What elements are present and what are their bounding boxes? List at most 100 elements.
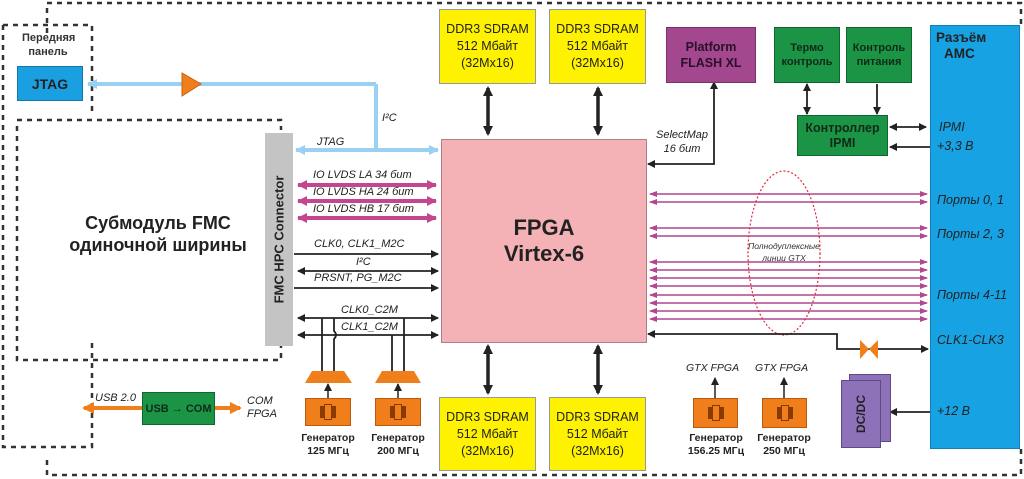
generator-156-line1: Генератор — [689, 432, 743, 444]
platform-flash[interactable]: Platform FLASH XL — [666, 27, 756, 83]
amc-title-line1: Разъём — [936, 30, 987, 45]
ddr-top-2-line3: (32Мx16) — [571, 56, 624, 70]
generator-156-label: Генератор 156.25 МГц — [680, 432, 752, 458]
fmc-submodule-title: Субмодуль FMC одиночной ширины — [48, 212, 268, 256]
generator-250-label: Генератор 250 МГц — [752, 432, 816, 458]
generator-125[interactable] — [305, 398, 351, 426]
clk-m2c-label: CLK0, CLK1_M2C — [314, 238, 405, 250]
clock-mux-200-icon — [375, 371, 421, 383]
com-fpga-line1: COM — [247, 395, 273, 407]
dcdc-converter[interactable]: DC/DC — [841, 380, 881, 448]
usb-com-converter[interactable]: USB → COM — [142, 392, 215, 425]
clk1-c2m-label: CLK1_C2M — [341, 321, 398, 333]
generator-250[interactable] — [762, 398, 807, 428]
selectmap-label: SelectMap 16 бит — [652, 128, 712, 156]
amc-title: Разъём АМС — [936, 30, 986, 62]
generator-200-line2: 200 МГц — [377, 445, 419, 457]
amc-ports411-label: Порты 4-11 — [937, 288, 1008, 302]
ddr-bottom-2[interactable]: DDR3 SDRAM 512 Мбайт (32Мx16) — [549, 397, 646, 471]
amc-title-line2: АМС — [944, 46, 975, 61]
clk-buffer-icon — [860, 340, 878, 359]
clk-line — [647, 330, 929, 353]
generator-156[interactable] — [693, 398, 738, 428]
selectmap-line2: 16 бит — [663, 143, 701, 155]
ddr-bottom-1-line2: 512 Мбайт — [456, 426, 519, 441]
jtag-signal-label: JTAG — [317, 136, 345, 148]
ipmi-connections — [803, 83, 930, 151]
ddr-bottom-1-line1: DDR3 SDRAM — [446, 409, 529, 424]
fmc-hpc-connector[interactable]: FMC HPC Connector — [265, 133, 293, 346]
generator-156-line2: 156.25 МГц — [687, 445, 745, 457]
i2c-top-label: I²C — [382, 112, 397, 124]
ddr-top-1[interactable]: DDR3 SDRAM 512 Мбайт (32Мx16) — [439, 9, 536, 84]
ddr-bottom-2-line3: (32Мx16) — [571, 443, 624, 458]
generator-125-label: Генератор 125 МГц — [296, 432, 360, 458]
i2c-label: I²C — [356, 256, 371, 268]
ipmi-controller-line2: IPMI — [829, 135, 856, 150]
platform-flash-line1: Platform — [685, 40, 737, 54]
jtag-connector-label: JTAG — [31, 75, 69, 92]
amc-ports23-label: Порты 2, 3 — [937, 227, 1004, 241]
gtx-fpga-label-2: GTX FPGA — [755, 362, 809, 374]
clk0-c2m-label: CLK0_C2M — [341, 304, 398, 316]
fmc-connector-label: FMC HPC Connector — [271, 175, 287, 304]
power-control[interactable]: Контроль питания — [846, 27, 912, 83]
gtx-fpga-label-1: GTX FPGA — [686, 362, 740, 374]
front-panel-title-line1: Передняя — [22, 32, 76, 44]
fmc-submodule-line2: одиночной ширины — [69, 235, 247, 255]
ddr-top-1-line3: (32Мx16) — [461, 56, 514, 70]
ddr-top-2-line2: 512 Мбайт — [566, 39, 629, 53]
gtx-generator-arrows — [324, 377, 788, 398]
ddr-top-2[interactable]: DDR3 SDRAM 512 Мбайт (32Мx16) — [549, 9, 646, 84]
thermo-line1: Термо — [790, 42, 824, 54]
generator-125-line2: 125 МГц — [307, 445, 349, 457]
gtx-note-line1: Полнодуплексные — [748, 241, 820, 251]
ipmi-controller-line1: Контроллер — [805, 120, 880, 135]
fpga-line1: FPGA — [513, 215, 575, 240]
amc-clk-label: CLK1-CLK3 — [937, 333, 1004, 347]
generator-200[interactable] — [375, 398, 421, 426]
ddr-buses — [483, 86, 603, 395]
generator-250-line1: Генератор — [757, 432, 811, 444]
selectmap-bus — [647, 81, 718, 168]
ddr-bottom-1[interactable]: DDR3 SDRAM 512 Мбайт (32Мx16) — [439, 397, 536, 471]
amc-connector[interactable] — [930, 25, 1020, 449]
ddr-top-2-line1: DDR3 SDRAM — [556, 22, 639, 36]
crystal-icon — [394, 404, 402, 420]
ddr-bottom-2-line2: 512 Мбайт — [566, 426, 629, 441]
com-fpga-label: COM FPGA — [247, 395, 277, 421]
generator-250-line2: 250 МГц — [763, 445, 805, 457]
amc-12v-label: +12 В — [937, 404, 971, 418]
dcdc-label: DC/DC — [854, 395, 868, 433]
amc-ports01-label: Порты 0, 1 — [937, 193, 1004, 207]
jtag-bus — [87, 79, 439, 155]
power-control-line2: питания — [856, 56, 902, 68]
lvds-hb-label: IO LVDS HB 17 бит — [313, 203, 414, 215]
front-panel-title: Передняя панель — [22, 31, 76, 59]
selectmap-line1: SelectMap — [656, 129, 708, 141]
clock-mux-125-icon — [305, 371, 352, 383]
thermo-line2: контроль — [781, 56, 833, 68]
ddr-bottom-2-line1: DDR3 SDRAM — [556, 409, 639, 424]
fpga-line2: Virtex-6 — [503, 241, 585, 266]
lvds-la-label: IO LVDS LA 34 бит — [313, 169, 412, 181]
ddr-top-1-line1: DDR3 SDRAM — [446, 22, 529, 36]
thermo-control[interactable]: Термо контроль — [774, 27, 840, 83]
generator-125-line1: Генератор — [301, 432, 355, 444]
front-panel-title-line2: панель — [28, 46, 68, 58]
crystal-icon — [711, 405, 720, 421]
generator-200-line1: Генератор — [371, 432, 425, 444]
fmc-submodule-line1: Субмодуль FMC — [85, 213, 231, 233]
gtx-lines — [649, 191, 928, 322]
ipmi-controller[interactable]: Контроллер IPMI — [797, 115, 888, 156]
ddr-bottom-1-line3: (32Мx16) — [461, 443, 514, 458]
platform-flash-line2: FLASH XL — [680, 56, 742, 70]
jtag-connector[interactable]: JTAG — [17, 66, 83, 101]
generator-200-label: Генератор 200 МГц — [366, 432, 430, 458]
crystal-icon — [780, 405, 789, 421]
amc-ipmi-label: IPMI — [939, 120, 965, 134]
lvds-ha-label: IO LVDS HA 24 бит — [313, 186, 414, 198]
fpga-block[interactable]: FPGA Virtex-6 — [441, 139, 647, 343]
